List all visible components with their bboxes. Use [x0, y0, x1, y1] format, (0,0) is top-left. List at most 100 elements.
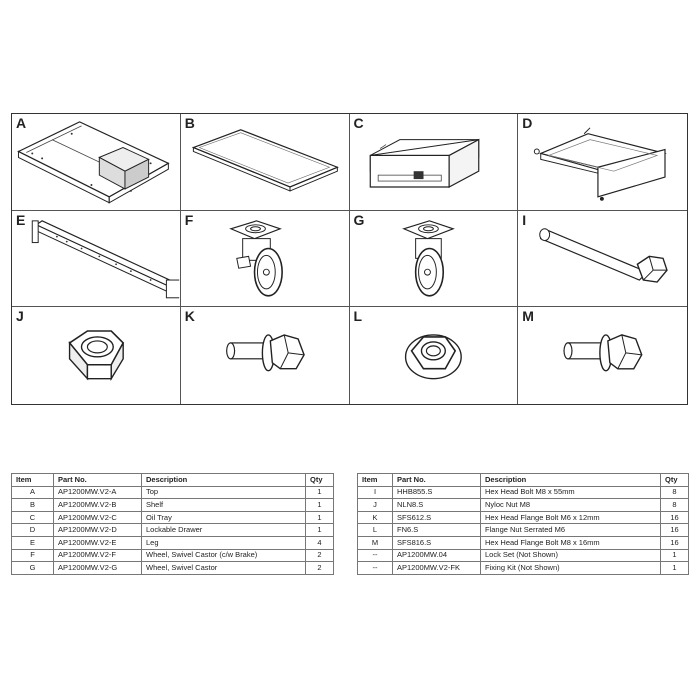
cell-item: A: [11, 485, 54, 500]
cell-qty: 2: [305, 548, 334, 563]
cell-item: K: [357, 510, 393, 525]
part-cell-b: B: [180, 114, 350, 211]
part-letter: M: [522, 308, 534, 325]
cell-item: F: [11, 548, 54, 563]
cell-description: Wheel, Swivel Castor (c/w Brake): [141, 548, 306, 563]
cell-part-no: AP1200MW.V2-C: [53, 510, 142, 525]
header-qty: Qty: [305, 473, 334, 487]
cell-qty: 1: [305, 523, 334, 537]
cell-item: C: [11, 510, 54, 525]
cell-qty: 1: [305, 510, 334, 525]
part-cell-g: G: [349, 210, 519, 308]
cell-part-no: AP1200MW.V2-D: [53, 523, 142, 537]
hex-bolt-icon: [518, 211, 687, 307]
part-letter: L: [353, 308, 363, 325]
cell-qty: 1: [305, 498, 334, 512]
cell-qty: 1: [660, 548, 689, 563]
part-letter: I: [522, 211, 527, 228]
cell-description: Fixing Kit (Not Shown): [480, 561, 661, 575]
cell-qty: 16: [660, 510, 689, 525]
cell-qty: 8: [660, 485, 689, 500]
nyloc-nut-icon: [12, 307, 180, 404]
cell-description: Top: [141, 485, 306, 500]
drawer-icon: [518, 114, 687, 210]
table-header-row: Item Part No. Description Qty: [11, 473, 334, 487]
cell-description: Lockable Drawer: [141, 523, 306, 537]
flange-nut-icon: [350, 307, 518, 404]
cell-description: Hex Head Flange Bolt M8 x 16mm: [480, 535, 661, 550]
cell-item: B: [11, 498, 54, 512]
table-header-row: Item Part No. Description Qty: [357, 473, 689, 487]
part-cell-e: E: [12, 210, 181, 308]
part-letter: E: [16, 211, 26, 228]
cell-part-no: HHB855.S: [392, 485, 481, 500]
part-cell-l: L: [350, 307, 519, 404]
cell-item: L: [357, 523, 393, 537]
part-cell-a: A: [12, 114, 181, 211]
cell-qty: 4: [305, 535, 334, 550]
part-cell-m: M: [518, 307, 687, 404]
header-description: Description: [141, 473, 306, 487]
header-description: Description: [480, 473, 661, 487]
cell-item: D: [11, 523, 54, 537]
part-cell-i: I: [518, 211, 687, 308]
header-part-no: Part No.: [53, 473, 142, 487]
header-item: Item: [357, 473, 393, 487]
cell-description: Oil Tray: [141, 510, 306, 525]
cell-description: Flange Nut Serrated M6: [480, 523, 661, 537]
shelf-icon: [181, 114, 349, 210]
cell-part-no: AP1200MW.04: [392, 548, 481, 563]
part-letter: G: [353, 211, 365, 228]
swivel-castor-icon: [350, 211, 518, 307]
cell-qty: 1: [660, 561, 689, 575]
part-cell-k: K: [181, 307, 350, 404]
cell-item: I: [357, 485, 393, 500]
part-letter: F: [184, 211, 194, 228]
flange-bolt-icon: [518, 307, 687, 404]
cell-qty: 2: [305, 561, 334, 575]
cell-part-no: AP1200MW.V2-F: [53, 548, 142, 563]
part-letter: K: [184, 308, 195, 325]
header-qty: Qty: [660, 473, 689, 487]
leg-icon: [12, 211, 180, 307]
cell-description: Leg: [141, 535, 306, 550]
top-frame-icon: [12, 114, 180, 210]
part-cell-j: J: [12, 307, 181, 404]
cell-item: --: [357, 548, 393, 563]
cell-item: M: [357, 535, 393, 550]
cell-part-no: NLN8.S: [392, 498, 481, 512]
part-letter: J: [16, 308, 24, 325]
cell-item: J: [357, 498, 393, 512]
cell-part-no: AP1200MW.V2-E: [53, 535, 142, 550]
header-item: Item: [11, 473, 54, 487]
cell-description: Hex Head Bolt M8 x 55mm: [480, 485, 661, 500]
cell-qty: 16: [660, 535, 689, 550]
cell-item: E: [11, 535, 54, 550]
cell-item: G: [11, 561, 54, 575]
cell-part-no: AP1200MW.V2-G: [53, 561, 142, 575]
cell-description: Nyloc Nut M8: [480, 498, 661, 512]
flange-bolt-icon: [181, 307, 349, 404]
part-cell-d: D: [518, 114, 687, 211]
cell-part-no: AP1200MW.V2-B: [53, 498, 142, 512]
cell-description: Hex Head Flange Bolt M6 x 12mm: [480, 510, 661, 525]
cell-part-no: SFS816.S: [392, 535, 481, 550]
header-part-no: Part No.: [392, 473, 481, 487]
part-cell-c: C: [349, 114, 519, 211]
